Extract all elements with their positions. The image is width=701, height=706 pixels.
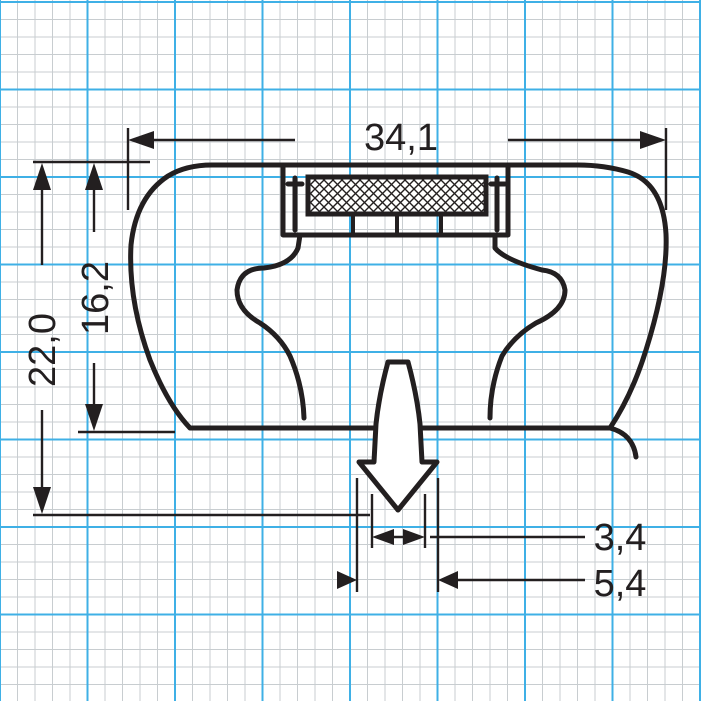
inner-chamber (234, 232, 568, 421)
dim-tip-outer-label: 5,4 (594, 563, 647, 605)
fixing-tip (356, 359, 440, 513)
dim-body-height-label: 16,2 (75, 261, 117, 335)
dimension-lines (33, 128, 668, 592)
magnet-insert (305, 174, 489, 217)
outer-contour (128, 162, 669, 460)
dimension-arrowheads (33, 131, 666, 589)
dim-tip-inner-label: 3,4 (594, 517, 647, 559)
gasket-profile (128, 162, 669, 460)
dim-total-height-label: 22,0 (22, 313, 64, 387)
magnet-ribs (351, 216, 443, 235)
dim-width-label: 34,1 (364, 117, 438, 159)
